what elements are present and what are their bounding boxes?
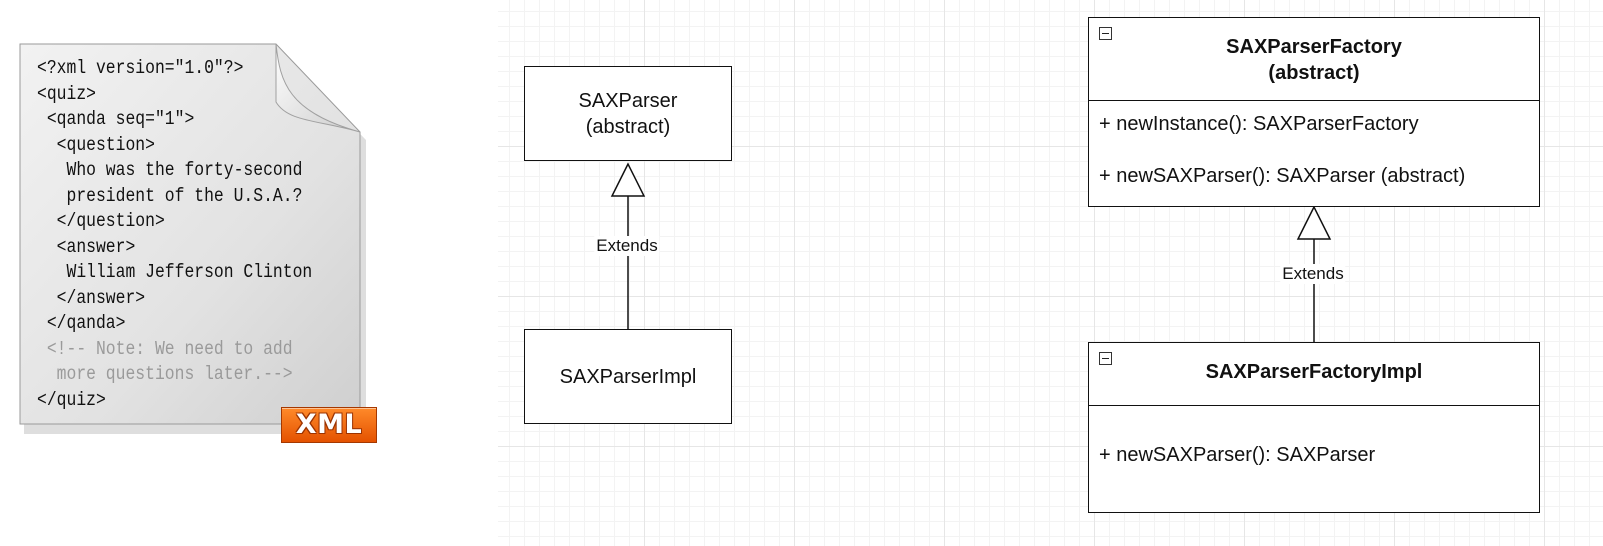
member-new-instance[interactable]: + newInstance(): SAXParserFactory bbox=[1099, 113, 1419, 135]
xml-badge: XML bbox=[281, 407, 377, 443]
xml-comment-line: <!-- Note: We need to add bbox=[37, 337, 293, 360]
collapse-icon[interactable] bbox=[1099, 27, 1112, 40]
saxparserimpl-name: SAXParserImpl bbox=[559, 365, 697, 388]
xml-code-line: <answer> bbox=[37, 235, 136, 258]
xml-code-line: <quiz> bbox=[37, 82, 96, 105]
xml-code-line: <question> bbox=[37, 133, 155, 156]
xml-code-line: president of the U.S.A.? bbox=[37, 184, 303, 207]
saxparserfactory-modifier: (abstract) bbox=[1268, 62, 1360, 84]
xml-code-line: <?xml version="1.0"?> bbox=[37, 57, 244, 79]
document-page bbox=[19, 43, 366, 434]
left-inheritance-arrowhead bbox=[610, 162, 646, 197]
saxparserfactory-class[interactable]: SAXParserFactory (abstract) + newInstanc… bbox=[1088, 17, 1540, 207]
xml-code-line: <qanda seq="1"> bbox=[37, 108, 195, 130]
xml-code-line: </qanda> bbox=[37, 312, 126, 334]
saxparser-name: SAXParser bbox=[578, 89, 678, 112]
xml-code-line: </question> bbox=[37, 210, 165, 232]
member-new-sax-parser[interactable]: + newSAXParser(): SAXParser bbox=[1099, 444, 1376, 466]
xml-code-line: Who was the forty-second bbox=[37, 159, 303, 181]
left-extends-label: Extends bbox=[594, 236, 660, 256]
right-inheritance-arrowhead bbox=[1296, 205, 1332, 240]
xml-code-listing: <?xml version="1.0"?> <quiz> <qanda seq=… bbox=[37, 56, 312, 413]
xml-comment-line: more questions later.--> bbox=[37, 363, 293, 385]
saxparserfactoryimpl-class[interactable]: SAXParserFactoryImpl + newSAXParser(): S… bbox=[1088, 342, 1540, 513]
saxparserfactory-name: SAXParserFactory bbox=[1226, 36, 1402, 58]
xml-code-line: </quiz> bbox=[37, 388, 106, 411]
saxparserfactoryimpl-header: SAXParserFactoryImpl bbox=[1089, 343, 1539, 406]
member-new-sax-parser[interactable]: + newSAXParser(): SAXParser (abstract) bbox=[1099, 165, 1466, 187]
saxparserimpl-box[interactable]: SAXParserImpl bbox=[524, 329, 732, 424]
collapse-icon[interactable] bbox=[1099, 352, 1112, 365]
saxparser-box[interactable]: SAXParser (abstract) bbox=[524, 66, 732, 161]
saxparserfactory-header: SAXParserFactory (abstract) bbox=[1089, 18, 1539, 101]
xml-code-line: William Jefferson Clinton bbox=[37, 261, 313, 283]
right-extends-label: Extends bbox=[1280, 264, 1346, 284]
xml-document-icon: <?xml version="1.0"?> <quiz> <qanda seq=… bbox=[18, 42, 378, 447]
xml-code-line: </answer> bbox=[37, 286, 146, 309]
saxparserfactoryimpl-name: SAXParserFactoryImpl bbox=[1205, 361, 1423, 383]
saxparser-modifier: (abstract) bbox=[585, 115, 671, 138]
